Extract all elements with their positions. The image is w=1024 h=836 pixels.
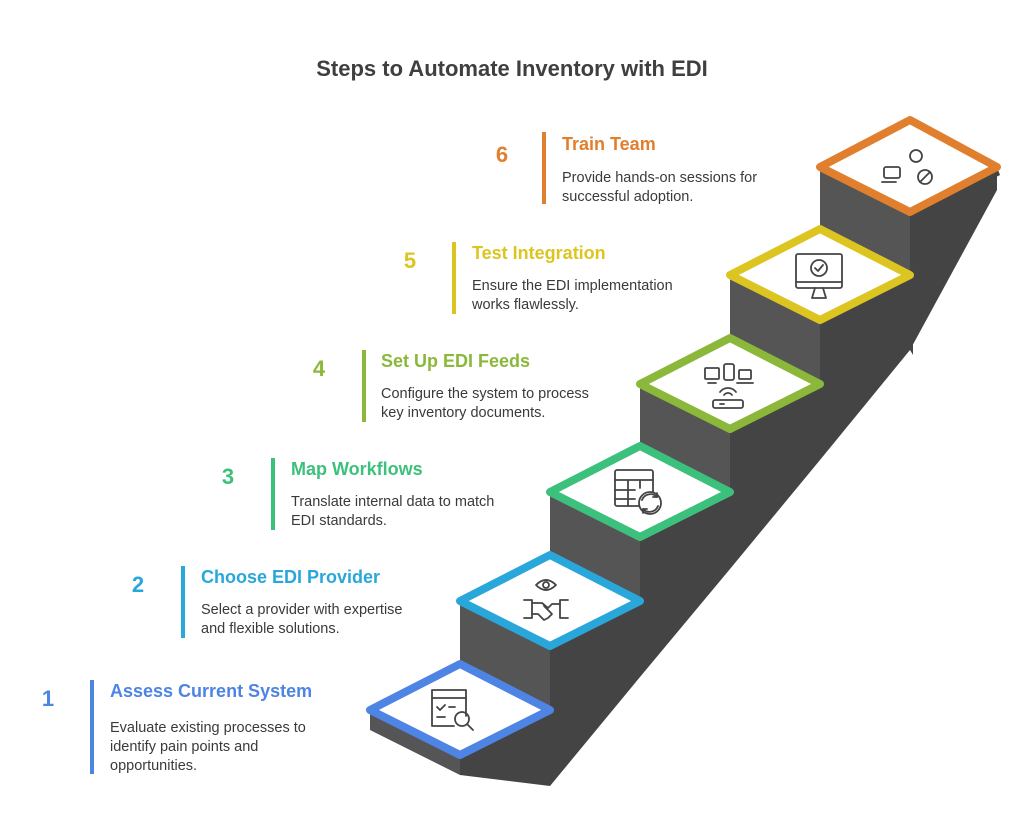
step-description: Evaluate existing processes to identify … [110, 720, 306, 774]
step-accent-bar [452, 242, 456, 314]
step-description: Select a provider with expertise and fle… [201, 602, 403, 637]
step-heading: Set Up EDI Feeds [381, 351, 531, 371]
step-description: Provide hands-on sessions for successful… [562, 170, 758, 205]
step-heading: Test Integration [472, 243, 606, 263]
page-title: Steps to Automate Inventory with EDI [316, 56, 708, 81]
step-number: 6 [495, 142, 509, 167]
stair-step-1 [366, 660, 554, 786]
step-number: 2 [131, 572, 145, 597]
step-number: 3 [221, 464, 235, 489]
network-devices-icon [704, 363, 754, 409]
step-heading: Choose EDI Provider [201, 567, 381, 587]
step-number: 4 [312, 356, 326, 381]
handshake-eye-icon [523, 579, 569, 621]
step-accent-bar [90, 680, 94, 774]
step-number: 1 [41, 686, 55, 711]
step-description: Translate internal data to match EDI sta… [291, 494, 495, 529]
step-description: Configure the system to process key inve… [381, 386, 589, 421]
step-number: 5 [403, 248, 417, 273]
monitor-check-icon [795, 253, 843, 299]
step-accent-bar [362, 350, 366, 422]
table-sync-icon [614, 469, 662, 515]
step-accent-bar [542, 132, 546, 204]
step-heading: Train Team [562, 134, 656, 154]
step-accent-bar [181, 566, 185, 638]
step-accent-bar [271, 458, 275, 530]
search-document-icon [431, 689, 474, 731]
user-laptop-icon [881, 149, 933, 185]
step-heading: Map Workflows [291, 459, 423, 479]
step-heading: Assess Current System [110, 681, 313, 701]
step-description: Ensure the EDI implementation works flaw… [472, 278, 673, 313]
